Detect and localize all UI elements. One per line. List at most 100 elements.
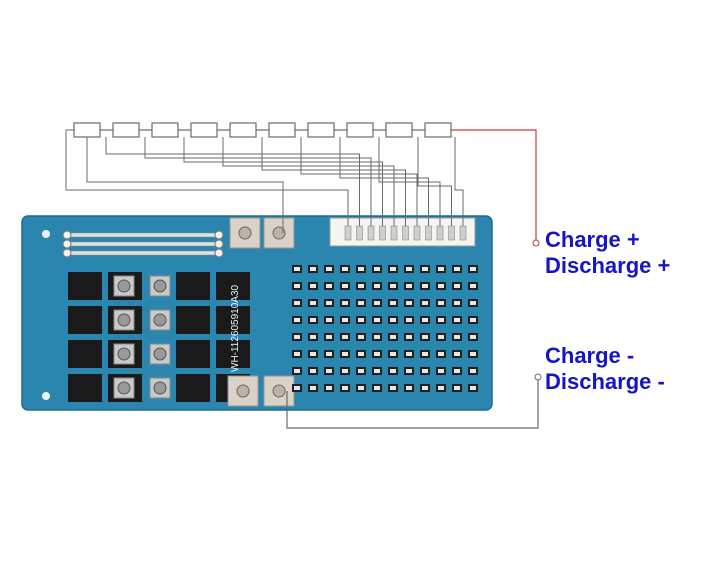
rod-end <box>214 248 224 258</box>
smd-lead <box>470 318 476 322</box>
smd-lead <box>422 352 428 356</box>
connector-pin <box>425 225 432 241</box>
smd-lead <box>390 352 396 356</box>
mosfet-icon <box>176 374 210 402</box>
balance-wire <box>261 137 406 226</box>
smd-lead <box>406 301 412 305</box>
charge-plus-label: Charge + <box>545 227 640 252</box>
mosfet-icon <box>216 340 250 368</box>
smd-lead <box>406 335 412 339</box>
rod-end <box>214 239 224 249</box>
rod-end <box>62 248 72 258</box>
output-wires <box>286 129 542 429</box>
smd-lead <box>358 318 364 322</box>
connector-pin <box>390 225 398 241</box>
smd-lead <box>438 352 444 356</box>
balance-wire <box>222 137 395 226</box>
smd-lead <box>438 369 444 373</box>
terminal-negative-label: Charge - Discharge - <box>545 343 665 395</box>
terminal-positive-label: Charge + Discharge + <box>545 227 670 279</box>
resistor-rod <box>63 232 223 238</box>
balance-wire <box>105 137 360 226</box>
smd-lead <box>438 318 444 322</box>
smd-lead <box>406 318 412 322</box>
connector-pin <box>356 225 363 241</box>
smd-lead <box>326 352 332 356</box>
smd-lead <box>406 369 412 373</box>
smd-lead <box>438 284 444 288</box>
smd-lead <box>342 369 348 373</box>
connector-pin <box>413 225 421 241</box>
balance-wire <box>144 137 372 226</box>
charge-minus-label: Charge - <box>545 343 635 368</box>
balance-wire <box>378 137 441 226</box>
smd-lead <box>294 352 300 356</box>
battery-cell-icon <box>229 122 257 138</box>
smd-lead <box>470 335 476 339</box>
mosfet-icon <box>68 340 102 368</box>
mosfet-array <box>68 272 250 402</box>
smd-lead <box>310 386 316 390</box>
smd-lead <box>374 267 380 271</box>
smd-lead <box>406 386 412 390</box>
smd-lead <box>454 318 460 322</box>
mosfet-icon <box>176 272 210 300</box>
screw-icon <box>153 381 167 395</box>
smd-lead <box>326 369 332 373</box>
battery-cell-icon <box>385 122 413 138</box>
screw-icon <box>153 313 167 327</box>
resistor-rod <box>63 241 223 247</box>
balance-wire <box>300 137 418 226</box>
smd-lead <box>358 284 364 288</box>
smd-lead <box>454 284 460 288</box>
smd-lead <box>358 301 364 305</box>
smd-lead <box>470 301 476 305</box>
smd-lead <box>390 386 396 390</box>
negative-wire <box>86 137 284 233</box>
negative-output-wire <box>286 380 539 429</box>
mosfet-icon <box>68 374 102 402</box>
power-pads <box>227 217 295 407</box>
smd-lead <box>470 386 476 390</box>
connector-pin <box>459 225 467 241</box>
smd-lead <box>326 318 332 322</box>
smd-lead <box>310 335 316 339</box>
smd-lead <box>310 318 316 322</box>
smd-lead <box>326 284 332 288</box>
battery-cell-icon <box>346 122 374 138</box>
smd-lead <box>454 301 460 305</box>
smd-lead <box>406 352 412 356</box>
smd-lead <box>374 301 380 305</box>
smd-lead <box>294 284 300 288</box>
power-pad <box>263 217 295 249</box>
positive-output-wire <box>451 129 537 240</box>
terminal-dot-positive <box>532 239 540 247</box>
smd-lead <box>454 386 460 390</box>
smd-lead <box>422 386 428 390</box>
resistor-rod <box>63 250 223 256</box>
smd-lead <box>326 301 332 305</box>
screw-icon <box>117 381 131 395</box>
battery-cell-icon <box>307 122 335 138</box>
smd-lead <box>438 267 444 271</box>
battery-cells <box>73 122 452 138</box>
battery-cell-icon <box>112 122 140 138</box>
terminal-dot-negative <box>534 373 542 381</box>
balance-wire <box>183 137 383 226</box>
smd-lead <box>310 284 316 288</box>
smd-lead <box>454 352 460 356</box>
smd-lead <box>294 267 300 271</box>
smd-lead <box>422 318 428 322</box>
smd-lead <box>374 284 380 288</box>
smd-lead <box>374 352 380 356</box>
balance-wire <box>339 137 429 226</box>
smd-component-icon <box>292 265 478 392</box>
mosfet-icon <box>176 340 210 368</box>
smd-lead <box>342 301 348 305</box>
smd-lead <box>422 335 428 339</box>
screw-terminal-icon <box>272 384 286 398</box>
screw-terminal-icon <box>238 226 252 240</box>
screw-icon <box>117 279 131 293</box>
smd-lead <box>358 267 364 271</box>
rod-end <box>62 239 72 249</box>
